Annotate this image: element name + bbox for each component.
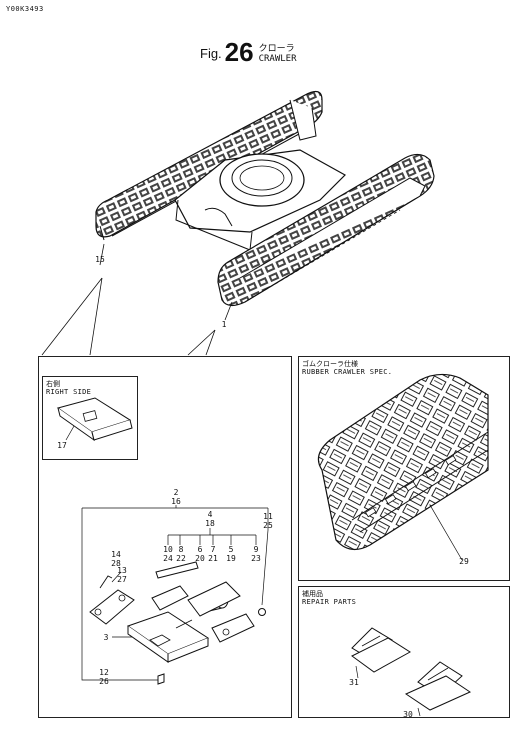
rubber-spec-label-en: RUBBER CRAWLER SPEC. (302, 368, 393, 376)
callout-14: 14 28 (108, 550, 124, 568)
leader-lines-main (41, 243, 233, 356)
track-link-9 (211, 613, 255, 643)
callout-25-number: 25 (263, 521, 273, 530)
right-side-shoe-drawing (56, 397, 133, 442)
callout-10: 10 24 (160, 545, 176, 563)
figure-name-jp: クローラ (258, 44, 295, 54)
callout-30: 30 (403, 710, 413, 719)
callout-19-number: 19 (226, 554, 236, 563)
repair-parts-label: 補用品 REPAIR PARTS (302, 590, 356, 606)
callout-2: 2 16 (168, 488, 184, 506)
track-link-8 (151, 585, 189, 611)
callout-28-number: 28 (111, 559, 121, 568)
rubber-spec-frame (298, 356, 510, 581)
callout-3: 3 (103, 633, 109, 642)
figure-number: 26 (224, 37, 254, 67)
callout-16-number: 16 (171, 497, 181, 506)
callout-20-number: 20 (195, 554, 205, 563)
repair-parts-frame (298, 586, 510, 718)
nut-11 (258, 608, 266, 616)
undercarriage-assembly (95, 90, 435, 307)
callout-31: 31 (349, 678, 359, 687)
repair-parts-label-en: REPAIR PARTS (302, 598, 357, 606)
callout-6-number: 6 (197, 545, 203, 554)
callout-7: 7 21 (206, 545, 220, 563)
track-link-14 (89, 575, 135, 625)
callout-5: 5 19 (224, 545, 238, 563)
callout-13-number: 13 (117, 566, 127, 575)
callout-27-number: 27 (117, 575, 127, 584)
callout-12: 12 26 (96, 668, 112, 686)
bolt-12 (157, 673, 165, 685)
right-side-label: 右側 RIGHT SIDE (46, 380, 91, 396)
callout-26-number: 26 (99, 677, 109, 686)
callout-18-number: 18 (205, 519, 215, 528)
right-side-label-en: RIGHT SIDE (46, 388, 92, 396)
callout-22-number: 22 (176, 554, 186, 563)
callout-9: 9 23 (248, 545, 264, 563)
callout-4-number: 4 (207, 510, 213, 519)
callout-7-number: 7 (210, 545, 216, 554)
callout-1: 1 (221, 320, 227, 329)
callout-21-number: 21 (208, 554, 218, 563)
callout-9-number: 9 (253, 545, 259, 554)
callout-11-number: 11 (263, 512, 273, 521)
callout-5-number: 5 (228, 545, 234, 554)
rubber-spec-label-jp: ゴムクローラ仕様 (302, 360, 358, 368)
callout-15: 15 (95, 255, 105, 264)
track-link-7 (187, 581, 241, 617)
figure-prefix: Fig. (200, 46, 222, 61)
callout-12-number: 12 (99, 668, 109, 677)
rubber-spec-label: ゴムクローラ仕様 RUBBER CRAWLER SPEC. (302, 360, 392, 376)
callout-8-number: 8 (178, 545, 184, 554)
repair-part-31 (351, 627, 411, 679)
repair-part-30 (404, 661, 472, 717)
right-side-frame (42, 376, 138, 460)
track-pin-10 (155, 561, 199, 579)
figure-names: クローラ CRAWLER (259, 44, 297, 64)
exploded-bracket-lines (81, 505, 269, 681)
callout-11: 11 25 (260, 512, 276, 530)
callout-13: 13 27 (114, 566, 130, 584)
callout-2-number: 2 (173, 488, 179, 497)
callout-8: 8 22 (174, 545, 188, 563)
callout-10-number: 10 (163, 545, 173, 554)
callout-6: 6 20 (193, 545, 207, 563)
callout-29: 29 (459, 557, 469, 566)
rubber-track-lugs (364, 455, 457, 518)
repair-parts-label-jp: 補用品 (302, 590, 323, 598)
callout-24-number: 24 (163, 554, 173, 563)
centre-frame (174, 99, 346, 251)
repair-parts-drawing (351, 627, 472, 717)
document-code: Y00K3493 (6, 5, 44, 13)
figure-name-en: CRAWLER (258, 54, 297, 64)
callout-23-number: 23 (251, 554, 261, 563)
track-shoe-plate-3 (126, 611, 210, 663)
callout-17: 17 (57, 441, 67, 450)
detail-frame-left (38, 356, 292, 718)
rubber-crawler-drawing (317, 373, 489, 561)
exploded-parts (81, 505, 269, 685)
right-side-label-jp: 右側 (46, 380, 60, 388)
figure-title: Fig. 26 クローラ CRAWLER (200, 37, 297, 67)
callout-4: 4 18 (202, 510, 218, 528)
callout-14-number: 14 (111, 550, 121, 559)
track-right-1 (217, 153, 435, 307)
